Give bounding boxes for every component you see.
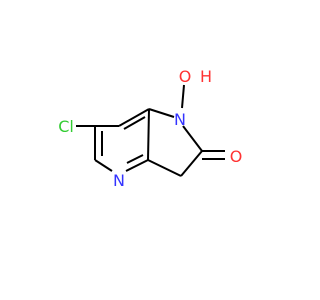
bond-c7a-c7 bbox=[118, 108, 150, 127]
atom-labels: Cl N N O H O bbox=[58, 67, 242, 190]
bond-c2-c3 bbox=[180, 150, 203, 177]
bond-c5-n4 bbox=[94, 159, 113, 172]
bonds bbox=[76, 84, 225, 177]
atom-label-o-hydroxy: O bbox=[179, 67, 192, 86]
bond-c7a-c7-inner bbox=[123, 116, 146, 130]
bond-n1-o bbox=[181, 84, 185, 109]
atom-label-n-pyridine: N bbox=[113, 171, 125, 190]
atom-label-h-hydroxy: H bbox=[200, 67, 212, 86]
atom-label-n-ring: N bbox=[174, 110, 186, 129]
structure-diagram: Cl N N O H O bbox=[58, 67, 242, 190]
atom-label-cl: Cl bbox=[58, 117, 74, 136]
bond-n1-c2 bbox=[182, 125, 203, 152]
bond-c3a-c7a bbox=[147, 108, 150, 161]
bond-c3-c3a bbox=[147, 159, 182, 177]
atom-label-o-carbonyl: O bbox=[230, 147, 243, 166]
bond-c7a-n1 bbox=[148, 108, 175, 118]
bond-n4-c3a bbox=[125, 159, 149, 172]
bond-n4-c3a-inner bbox=[126, 154, 144, 164]
molecule-canvas: Cl N N O H O bbox=[58, 67, 242, 190]
